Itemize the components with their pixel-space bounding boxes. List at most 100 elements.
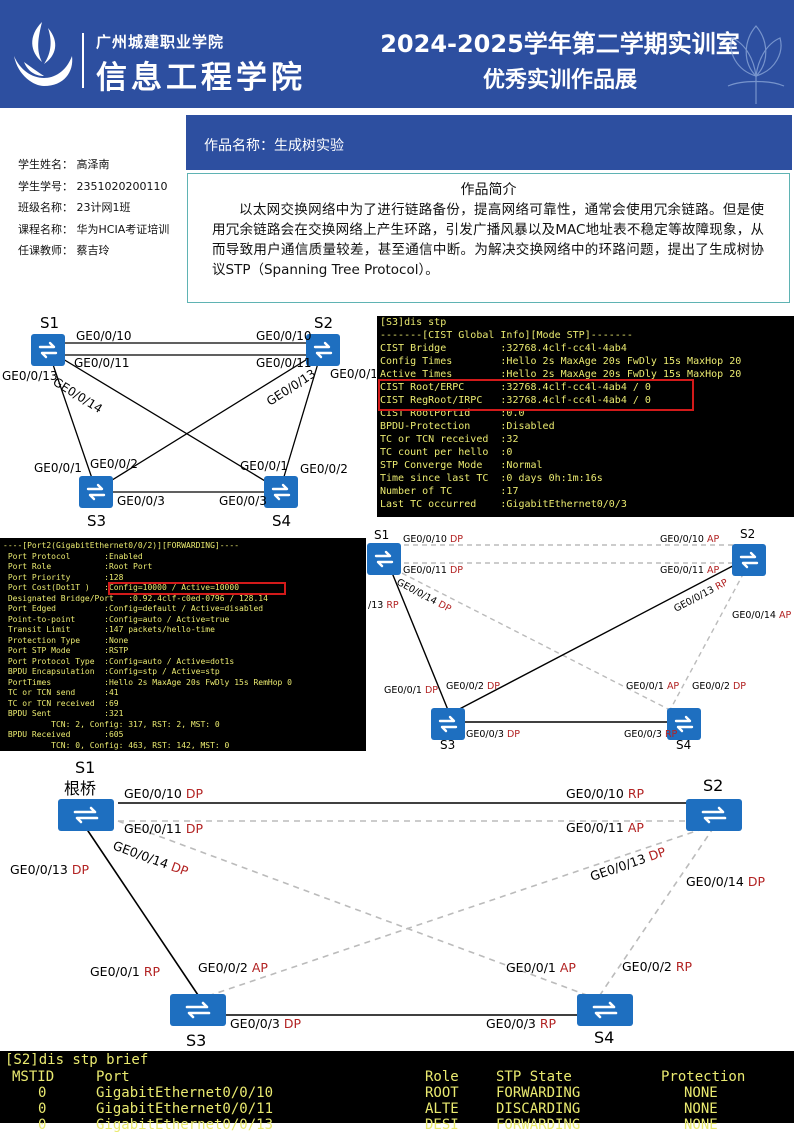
highlight-box [378, 379, 694, 411]
terminal-line: Point-to-point :Config=auto / Active=tru… [3, 614, 230, 624]
column-header: Role [425, 1069, 459, 1085]
terminal-line: CIST RootPortId :0.0 [380, 408, 525, 419]
terminal-dis-stp: [S3]dis stp -------[CIST Global Info][Mo… [377, 316, 794, 517]
switch-s3-icon [429, 706, 467, 742]
terminal-line: Port Edged :Config=default / Active=disa… [3, 604, 264, 613]
port-label: GE0/0/14 DP [395, 577, 453, 615]
terminal-line: TC or TCN send :41 [3, 688, 119, 697]
topology-diagram-1: S1 S2 S3 S4 GE0/0/10 GE0/0/11 GE0/0/13 G… [2, 314, 376, 530]
port-label: GE0/0/1 AP [626, 681, 679, 692]
switch-name: S2 [740, 527, 755, 541]
terminal-line: Time since last TC :0 days 0h:1m:16s [380, 473, 603, 484]
terminal-line: [S3]dis stp [380, 317, 447, 328]
table-cell: DESI [425, 1117, 459, 1133]
port-label: GE0/0/3 RP [486, 1016, 557, 1031]
terminal-line: TC or TCN received :32 [380, 434, 519, 445]
highlight-box [108, 582, 286, 595]
teacher-name: 任课教师： 蔡吉玲 [18, 244, 110, 257]
port-label: GE0/0/1 [34, 461, 82, 475]
terminal-line: Port STP Mode :RSTP [3, 646, 129, 655]
port-label: GE0/0/11 AP [660, 565, 719, 576]
terminal-line: Number of TC :17 [380, 486, 519, 497]
switch-s2-icon [684, 797, 744, 833]
project-title-bar: 作品名称：生成树实验 [186, 115, 792, 170]
port-label: GE0/0/1 DP [384, 685, 438, 696]
terminal-line: PortTimes :Hello 2s MaxAge 20s FwDly 15s… [3, 677, 292, 687]
terminal-line: Transit Limit :147 packets/hello-time [3, 625, 215, 634]
terminal-line: Port Role :Root Port [3, 562, 153, 571]
table-cell: NONE [684, 1101, 718, 1117]
terminal-line: Config Times :Hello 2s MaxAge 20s FwDly … [380, 356, 742, 367]
port-label: GE0/0/10 DP [403, 534, 463, 545]
port-label: GE0/0/10 [256, 329, 312, 343]
terminal-line: Protection Type :None [3, 635, 129, 645]
port-label: GE0/0/14 [50, 375, 104, 416]
terminal-line: CIST Bridge :32768.4clf-cc4l-4ab4 [380, 343, 627, 354]
port-label: GE0/0/14 DP [686, 874, 765, 889]
table-cell: GigabitEthernet0/0/13 [96, 1117, 274, 1133]
switch-s3-icon [77, 474, 115, 510]
terminal-line: -------[CIST Global Info][Mode STP]-----… [380, 330, 633, 341]
table-cell: DISCARDING [496, 1101, 581, 1117]
port-label: GE0/0/1 RP [90, 964, 161, 979]
port-label: GE0/0/1 AP [506, 960, 576, 975]
terminal-line: ----[Port2(GigabitEthernet0/0/2)][FORWAR… [3, 541, 240, 550]
table-cell: ROOT [425, 1085, 459, 1101]
column-header: MSTID [12, 1069, 55, 1085]
port-label: GE0/0/2 DP [446, 681, 500, 692]
column-header: STP State [496, 1069, 572, 1085]
port-label: GE0/0/3 [219, 494, 267, 508]
table-cell: 0 [38, 1117, 47, 1133]
terminal-line: BPDU Sent :321 [3, 709, 124, 718]
table-cell: NONE [684, 1085, 718, 1101]
port-label: GE0/0/3 RP [624, 729, 678, 740]
intro-text: 以太网交换网络中为了进行链路备份，提高网络可靠性，通常会使用冗余链路。但是使用冗… [212, 202, 764, 278]
switch-name: S2 [314, 314, 333, 332]
terminal-line: TCN: 2, Config: 317, RST: 2, MST: 0 [3, 719, 220, 729]
header-divider [82, 33, 84, 88]
port-label: GE0/0/13 DP [588, 844, 668, 884]
root-bridge-label: 根桥 [64, 779, 96, 798]
table-cell: GigabitEthernet0/0/11 [96, 1101, 274, 1117]
switch-name: S3 [87, 512, 106, 530]
terminal-line: Port Priority :128 [3, 572, 124, 582]
port-label: GE0/0/14 DP [111, 838, 191, 879]
table-cell: NONE [684, 1117, 718, 1133]
port-label: GE0/0/11 [74, 356, 130, 370]
port-label: GE0/0/2 AP [198, 960, 268, 975]
terminal-line: Active Times :Hello 2s MaxAge 20s FwDly … [380, 369, 742, 380]
port-label: GE0/0/2 DP [692, 681, 746, 692]
switch-name: S3 [186, 1031, 206, 1050]
port-label: GE0/0/10 RP [566, 786, 644, 801]
terminal-stp-brief: [S2]dis stp brief MSTID Port Role STP St… [0, 1051, 794, 1133]
lotus-decoration-icon [727, 25, 785, 104]
port-label: GE0/0/10 DP [124, 786, 203, 801]
table-cell: ALTE [425, 1101, 459, 1117]
switch-name: S4 [594, 1028, 614, 1047]
student-id: 学生学号： 2351020200110 [18, 180, 168, 193]
switch-name: S4 [272, 512, 291, 530]
port-label: GE0/0/10 [76, 329, 132, 343]
port-label: GE0/0/14 [330, 367, 376, 381]
switch-s3-icon [168, 992, 228, 1028]
terminal-line: TC or TCN received :69 [3, 698, 119, 708]
port-label: GE0/0/10 AP [660, 534, 719, 545]
terminal-line: Last TC occurred :GigabitEthernet0/0/3 [380, 499, 627, 510]
column-header: Protection [661, 1069, 746, 1085]
table-cell: 0 [38, 1085, 47, 1101]
switch-name: S4 [676, 738, 691, 752]
terminal-line: TC count per hello :0 [380, 447, 513, 458]
page-header: 广州城建职业学院 信息工程学院 2024-2025学年第二学期实训室 优秀实训作… [0, 0, 794, 108]
port-label: GE0/0/3 DP [230, 1016, 301, 1031]
terminal-port-info: ----[Port2(GigabitEthernet0/0/2)][FORWAR… [0, 538, 366, 751]
port-label: GE0/0/2 [300, 462, 348, 476]
terminal-line: CIST RegRoot/IRPC :32768.4clf-cc4l-4ab4 … [380, 395, 651, 406]
terminal-prompt: [S2]dis stp brief [5, 1052, 149, 1068]
terminal-line: Designated Bridge/Port :0.92.4clf-c0ed-0… [3, 593, 268, 603]
terminal-line: Port Cost(Dot1T ) :Config=10000 / Active… [3, 583, 240, 592]
port-label: GE0/0/11 AP [566, 820, 644, 835]
port-label: GE0/0/11 DP [403, 565, 463, 576]
class-name: 班级名称： 23计网1班 [18, 201, 131, 214]
table-cell: GigabitEthernet0/0/10 [96, 1085, 274, 1101]
switch-name: S2 [703, 776, 723, 795]
